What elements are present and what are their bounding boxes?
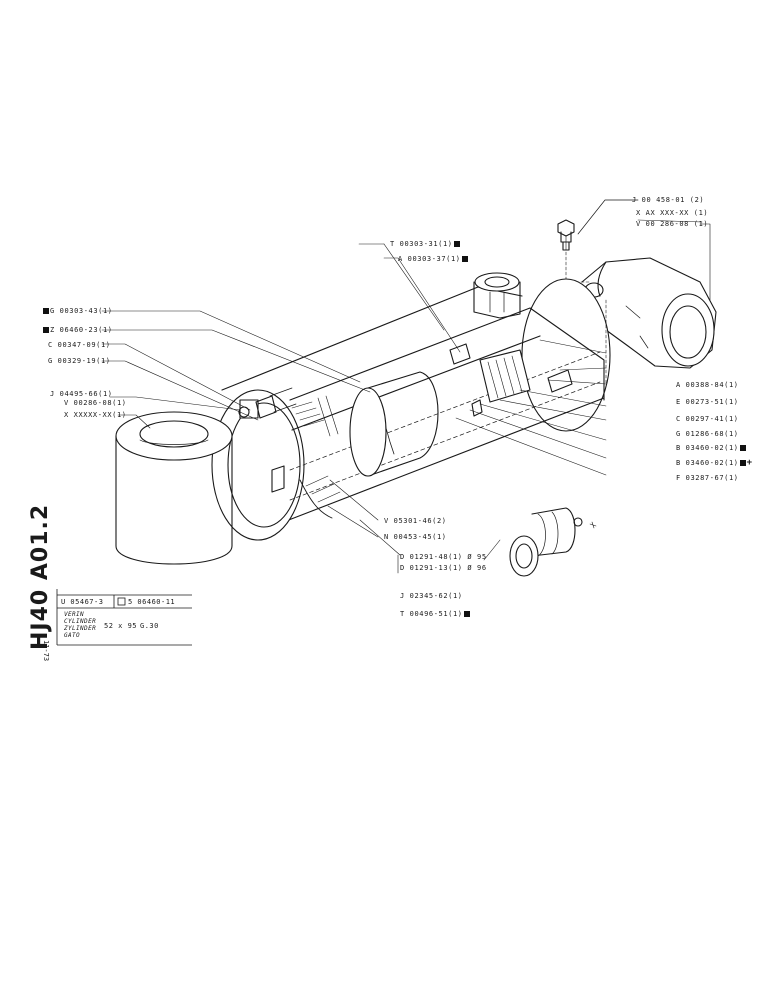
label-n-00453: N 00453-45(1): [384, 533, 447, 541]
label-c-00297: C 00297-41(1): [676, 415, 739, 423]
label-x-ax: X AX XXX-XX (1): [636, 209, 709, 217]
marker-square: [739, 460, 746, 466]
label-v-05301: V 05301-46(2): [384, 517, 447, 525]
label-v-00286-left: V 00286-08(1): [64, 399, 127, 407]
label-j-04495: J 04495-66(1): [50, 390, 113, 398]
title-name-4: GATO: [64, 632, 81, 639]
marker-plus: +: [746, 458, 753, 468]
label-j-00458: J 00 458-01 (2): [632, 196, 705, 204]
bush-part: [509, 507, 597, 577]
label-a-00303: A 00303-37(1): [398, 255, 468, 263]
label-a-00388: A 00388-84(1): [676, 381, 739, 389]
grease-nipple-part: [557, 219, 575, 251]
marker-square: [461, 256, 468, 262]
marker-square: [453, 241, 460, 247]
label-j-02345: J 02345-62(1): [400, 592, 463, 600]
title-ref-left: U 05467-3: [61, 598, 104, 606]
leader-lines: [101, 243, 607, 574]
title-size-suffix: G.30: [140, 622, 159, 630]
label-t-00496: T 00496-51(1): [400, 610, 470, 618]
label-f-03287: F 03287-67(1): [676, 474, 739, 482]
label-t-00303: T 00303-31(1): [390, 240, 460, 248]
label-d-01291-a: D 01291-48(1) Ø 95: [400, 553, 487, 561]
label-v-00286-top: V 00 286-08 (1): [636, 220, 709, 228]
label-e-00273: E 00273-51(1): [676, 398, 739, 406]
cylinder-barrel-part: [211, 272, 611, 541]
label-g-00329: G 00329-19(1): [48, 357, 111, 365]
marker-square: [739, 445, 746, 451]
marker-square: [43, 327, 49, 333]
marker-square: [463, 611, 470, 617]
label-b-03460-a: B 03460-02(1): [676, 444, 746, 452]
label-c-00347: C 00347-09(1): [48, 341, 111, 349]
title-name-3: ZYLINDER: [64, 625, 97, 632]
rear-clevis-part: [581, 257, 717, 369]
title-name-2: CYLINDER: [64, 618, 97, 625]
title-size: 52 x 95: [104, 622, 138, 630]
title-ref-right: 5 06460-11: [128, 598, 176, 606]
label-g-01286: G 01286-68(1): [676, 430, 739, 438]
front-rod-cap-part: [115, 411, 233, 565]
label-d-01291-b: D 01291-13(1) Ø 96: [400, 564, 487, 572]
label-z-06460: Z 06460-23(1): [43, 326, 113, 334]
title-name-1: VERIN: [64, 611, 85, 618]
marker-square: [43, 308, 49, 314]
label-b-03460-b: B 03460-02(1)+: [676, 458, 753, 468]
label-g-00303: G 00303-43(1): [43, 307, 113, 315]
label-x-left: X XXXXX-XX(1): [64, 411, 127, 419]
